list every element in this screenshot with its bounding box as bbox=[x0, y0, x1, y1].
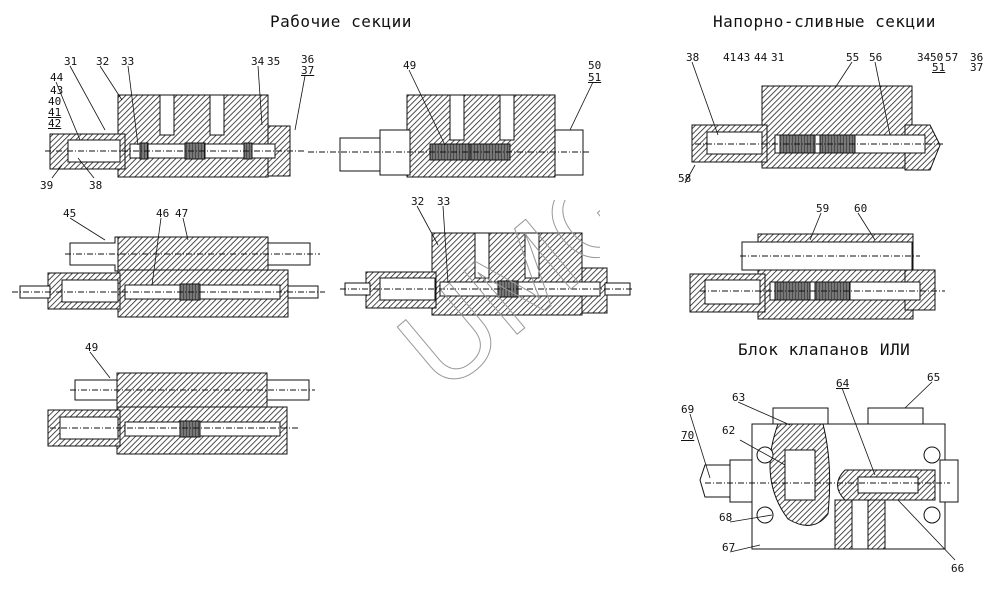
callout-pd-50: 50 bbox=[930, 51, 944, 64]
pressure-drain-section-2 bbox=[689, 233, 945, 320]
callout-62: 62 bbox=[722, 424, 736, 437]
callout-36: 36 bbox=[301, 53, 315, 66]
callout-pd-51: 51 bbox=[932, 61, 946, 74]
callout-pd-34: 34 bbox=[917, 51, 931, 64]
callout-69: 69 bbox=[681, 403, 695, 416]
working-section-3 bbox=[12, 236, 325, 318]
callout-pd-37: 37 bbox=[970, 61, 984, 74]
callout-42: 42 bbox=[48, 117, 62, 130]
callout-46: 46 bbox=[156, 207, 170, 220]
callout-37: 37 bbox=[301, 64, 315, 77]
svg-text:UMG: UMG bbox=[380, 200, 600, 380]
callout-32: 32 bbox=[96, 55, 110, 68]
callout-60: 60 bbox=[854, 202, 868, 215]
working-section-2 bbox=[308, 94, 590, 178]
callout-41: 41 bbox=[48, 106, 62, 119]
callout-51: 51 bbox=[588, 71, 602, 84]
callout-33b: 33 bbox=[437, 195, 451, 208]
callout-pd-31: 31 bbox=[771, 51, 785, 64]
callout-32b: 32 bbox=[411, 195, 425, 208]
callout-70: 70 bbox=[681, 429, 695, 442]
callout-47: 47 bbox=[175, 207, 189, 220]
callout-49b: 49 bbox=[85, 341, 99, 354]
callout-pd-57: 57 bbox=[945, 51, 959, 64]
callout-49: 49 bbox=[403, 59, 417, 72]
callout-45: 45 bbox=[63, 207, 77, 220]
title-working-sections: Рабочие секции bbox=[270, 12, 412, 31]
callout-pd-44: 44 bbox=[754, 51, 768, 64]
callout-35: 35 bbox=[267, 55, 281, 68]
callout-31: 31 bbox=[64, 55, 78, 68]
callout-33: 33 bbox=[121, 55, 135, 68]
title-pressure-drain-sections: Напорно-сливные секции bbox=[713, 12, 936, 31]
working-section-1 bbox=[45, 94, 305, 178]
callout-pd-38: 38 bbox=[686, 51, 700, 64]
callout-59: 59 bbox=[816, 202, 830, 215]
watermark-logo: UMG bbox=[380, 200, 600, 380]
working-section-4 bbox=[340, 232, 632, 316]
callout-50: 50 bbox=[588, 59, 602, 72]
callout-40: 40 bbox=[48, 95, 62, 108]
working-section-5 bbox=[47, 372, 315, 455]
callout-64: 64 bbox=[836, 377, 850, 390]
pressure-drain-section-1 bbox=[691, 85, 945, 171]
callout-pd-36: 36 bbox=[970, 51, 984, 64]
callout-pd-55: 55 bbox=[846, 51, 860, 64]
callout-39: 39 bbox=[40, 179, 54, 192]
callout-66: 66 bbox=[951, 562, 965, 575]
callout-34: 34 bbox=[251, 55, 265, 68]
callout-pd-43: 43 bbox=[737, 51, 751, 64]
callout-67: 67 bbox=[722, 541, 736, 554]
callout-44: 44 bbox=[50, 71, 64, 84]
title-or-valve-block: Блок клапанов ИЛИ bbox=[738, 340, 911, 359]
callout-68: 68 bbox=[719, 511, 733, 524]
callout-pd-41: 41 bbox=[723, 51, 737, 64]
or-valve-block bbox=[699, 407, 959, 550]
callout-65: 65 bbox=[927, 371, 941, 384]
callout-pd-58: 58 bbox=[678, 172, 692, 185]
callout-63: 63 bbox=[732, 391, 746, 404]
callout-38: 38 bbox=[89, 179, 103, 192]
callout-pd-56: 56 bbox=[869, 51, 883, 64]
